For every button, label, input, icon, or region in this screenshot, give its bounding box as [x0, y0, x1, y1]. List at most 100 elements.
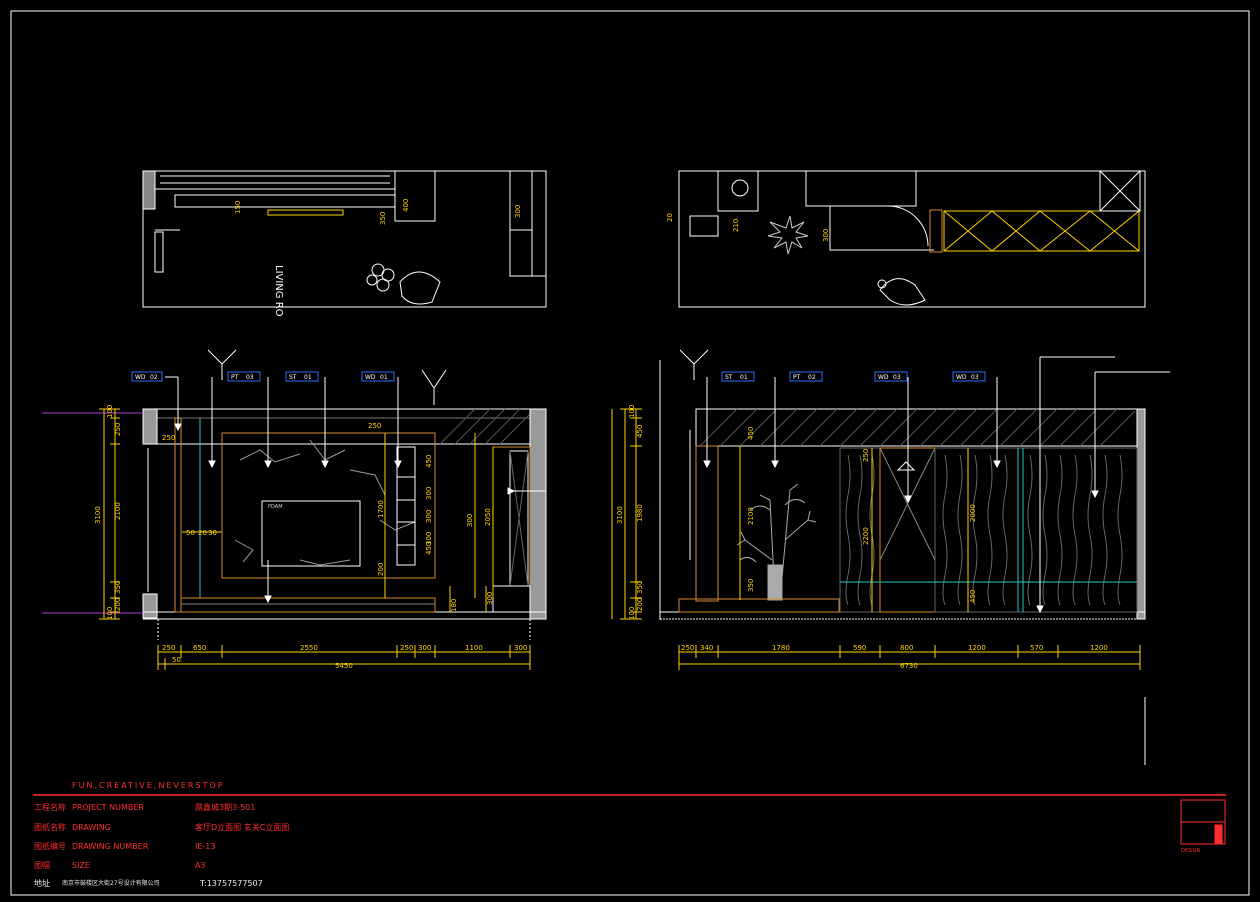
- plan-dim: 20: [666, 213, 674, 222]
- material-tag: WD: [135, 374, 146, 381]
- dim: 350: [636, 581, 644, 594]
- dim-bottom: 250: [681, 644, 694, 652]
- plan-left-dims: 150 350 400 300: [234, 199, 522, 225]
- plan-dim: 300: [822, 229, 830, 242]
- dim: 1980: [636, 504, 644, 522]
- dim-bottom: 1780: [772, 644, 790, 652]
- dim: 250: [368, 422, 381, 430]
- plan-room-label: LIVING RO: [273, 265, 284, 317]
- elevation-right-dims: 100 450 1980 350 200 100 3100 450 2100 3…: [616, 405, 1108, 670]
- elevation-left: [42, 349, 626, 670]
- material-tag: WD: [365, 374, 376, 381]
- dim: 30: [208, 529, 217, 537]
- plan-dim: 300: [514, 205, 522, 218]
- elevation-right: [620, 349, 1170, 765]
- dim: 450: [969, 590, 977, 603]
- dim-bottom: 1200: [968, 644, 986, 652]
- plan-dim: 400: [402, 199, 410, 212]
- dim: 200: [114, 598, 122, 611]
- dim: 2000: [969, 504, 977, 522]
- dim: 100: [106, 607, 114, 620]
- dim: 2200: [862, 527, 870, 545]
- row-cn: 图幅: [34, 861, 50, 870]
- material-tag-num: 01: [304, 374, 312, 381]
- row-en: PROJECT NUMBER: [72, 803, 144, 812]
- dim-bottom: 340: [700, 644, 713, 652]
- dim: 2100: [114, 502, 122, 520]
- dim-bottom: 800: [900, 644, 913, 652]
- dim: 250: [862, 449, 870, 462]
- dim: 100: [106, 405, 114, 418]
- dim: 300: [486, 592, 494, 605]
- row-en: SIZE: [72, 861, 90, 870]
- dim-bottom: 50: [172, 656, 181, 664]
- dim-total-width: 6730: [900, 662, 918, 670]
- plan-dim: 150: [234, 201, 242, 214]
- dim: 300: [425, 487, 433, 500]
- dim: 450: [747, 427, 755, 440]
- dim: 300: [425, 510, 433, 523]
- dim: 350: [747, 579, 755, 592]
- dim-bottom: 300: [418, 644, 431, 652]
- dim: 2100: [747, 507, 755, 525]
- dim: 200: [636, 598, 644, 611]
- row-value: A3: [195, 861, 206, 870]
- row-cn: 图纸名称: [34, 823, 66, 832]
- plan-right: [678, 170, 1146, 308]
- plan-left: [142, 170, 547, 308]
- dim: 450: [636, 425, 644, 438]
- dim-bottom: 1100: [465, 644, 483, 652]
- dim: 250: [162, 434, 175, 442]
- sheet-border: [10, 10, 1250, 896]
- row-en: DRAWING: [72, 823, 111, 832]
- dim-total-height: 3100: [94, 506, 102, 524]
- material-tag-num: 03: [971, 374, 979, 381]
- material-tag-num: 03: [246, 374, 254, 381]
- dim-bottom: 300: [514, 644, 527, 652]
- material-tag: PT: [231, 374, 239, 381]
- dim-bottom: 250: [162, 644, 175, 652]
- material-tag-num: 03: [893, 374, 901, 381]
- title-logo: [1180, 799, 1226, 845]
- plan-dim: 210: [732, 219, 740, 232]
- dim: 300: [425, 532, 433, 545]
- dim: 20: [198, 529, 207, 537]
- dim: 180: [450, 599, 458, 612]
- dim-total-height: 3100: [616, 506, 624, 524]
- tv-label: PDAM: [268, 504, 283, 510]
- dim-bottom: 570: [1030, 644, 1043, 652]
- address-label: 地址: [34, 879, 50, 888]
- dim: 450: [425, 542, 433, 555]
- dim: 350: [114, 581, 122, 594]
- material-tag-num: 01: [740, 374, 748, 381]
- row-value: IE-13: [195, 842, 216, 851]
- dim-bottom: 250: [400, 644, 413, 652]
- material-tag: ST: [725, 374, 733, 381]
- material-tag-num: 02: [808, 374, 816, 381]
- material-tag: WD: [956, 374, 967, 381]
- dim: 450: [425, 455, 433, 468]
- slogan: FUN,CREATIVE,NEVERSTOP: [72, 781, 225, 790]
- plan-right-dims: 20 210 300: [666, 213, 830, 242]
- dim: 200: [377, 563, 385, 576]
- dim: 100: [628, 607, 636, 620]
- row-cn: 工程名称: [34, 803, 66, 812]
- elevation-left-tags: WD 02 PT 03 ST 01 WD 01: [131, 371, 395, 382]
- dim-bottom: 590: [853, 644, 866, 652]
- plan-dim: 350: [379, 212, 387, 225]
- dim: 100: [628, 405, 636, 418]
- material-tag-num: 02: [150, 374, 158, 381]
- dim-bottom: 650: [193, 644, 206, 652]
- row-value: 客厅D立面图 玄关C立面图: [195, 823, 290, 832]
- dim: 1700: [377, 500, 385, 518]
- phone: T:13757577507: [200, 879, 263, 888]
- dim-bottom: 1200: [1090, 644, 1108, 652]
- dim: 250: [114, 423, 122, 436]
- material-tag: WD: [878, 374, 889, 381]
- dim: 300: [466, 514, 474, 527]
- material-tag: ST: [289, 374, 297, 381]
- elevation-right-tags: ST 01 PT 02 WD 03 WD 03: [721, 371, 986, 382]
- material-tag: PT: [793, 374, 801, 381]
- row-en: DRAWING NUMBER: [72, 842, 149, 851]
